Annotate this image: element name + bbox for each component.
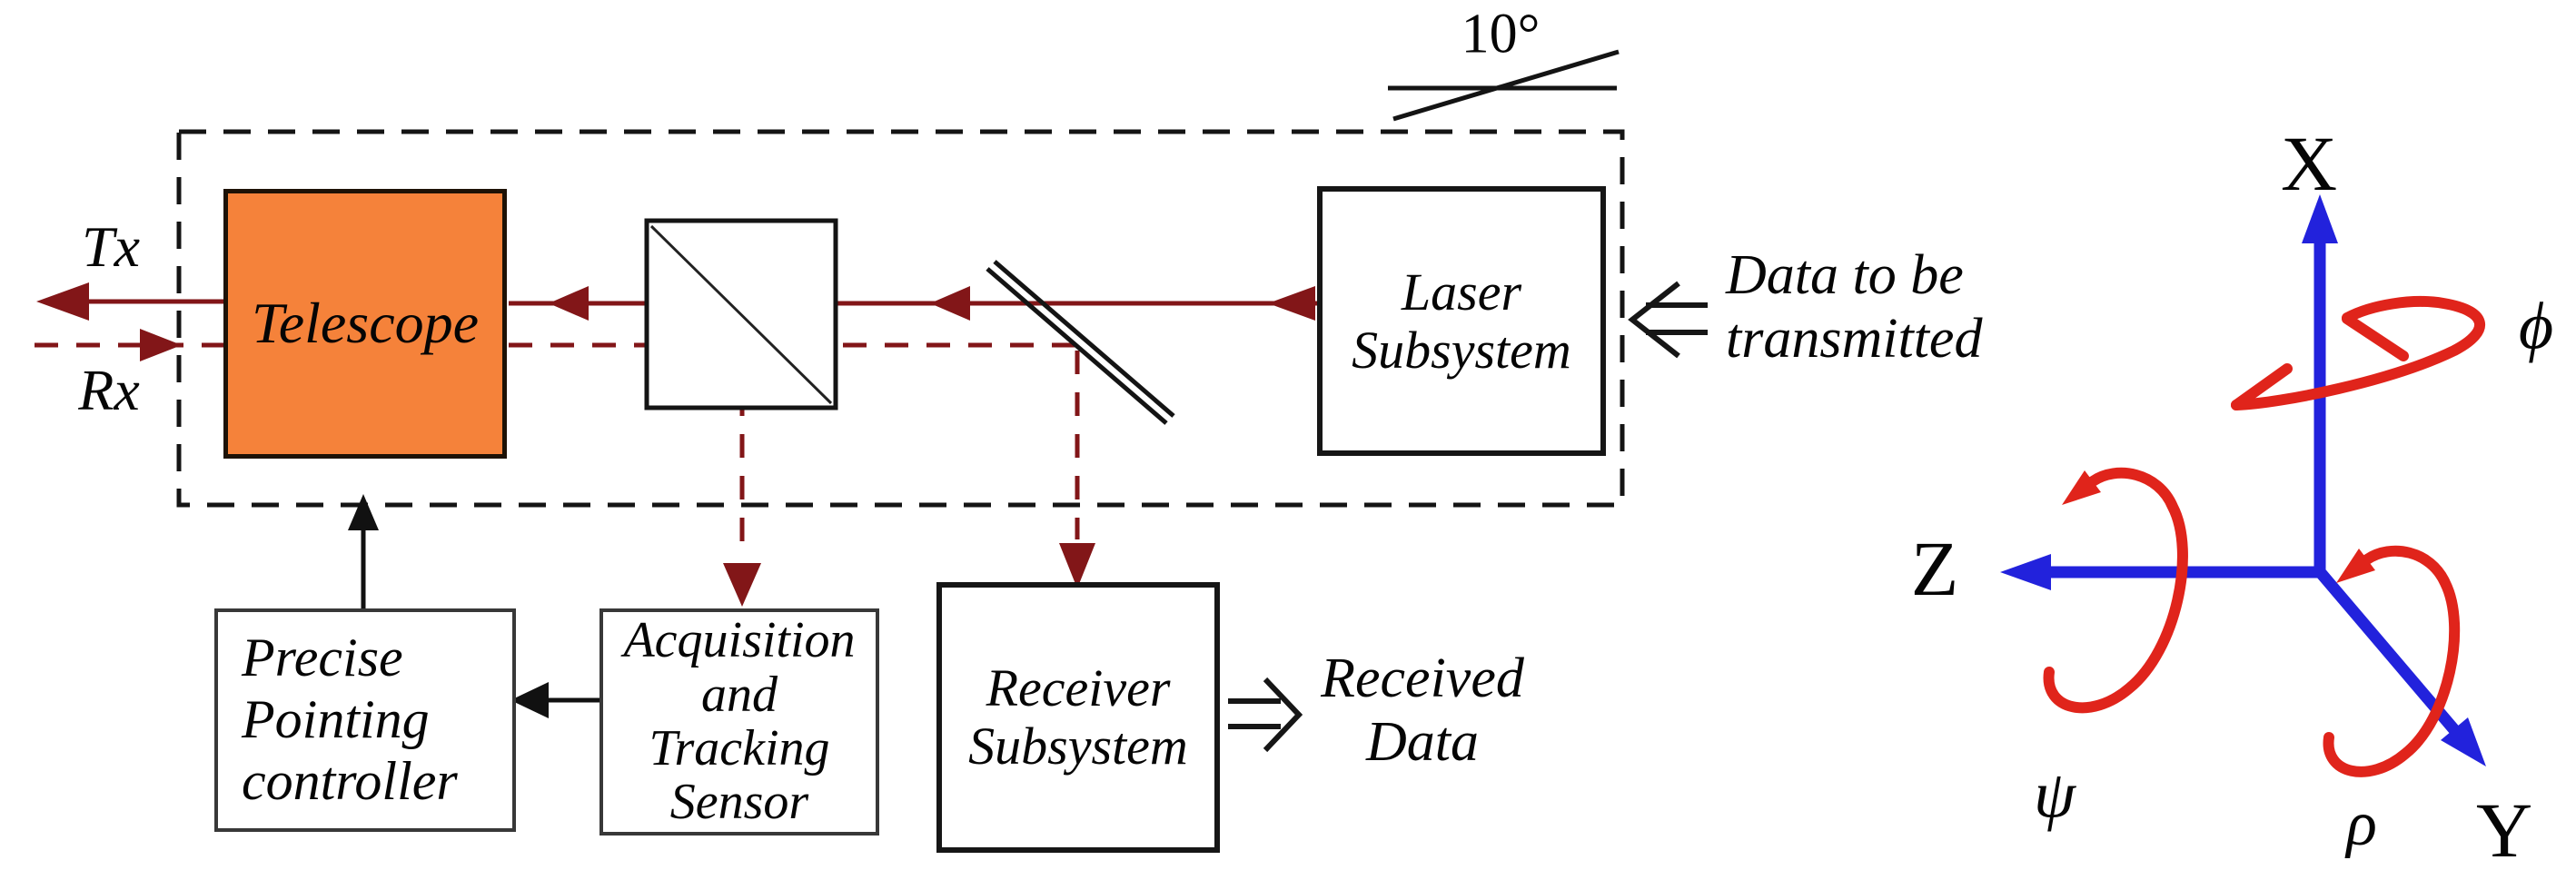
x-axis-arrowhead-icon <box>2302 194 2338 243</box>
rx-label: Rx <box>78 358 140 422</box>
acquisition-tracking-sensor-box: Acquisition and Tracking Sensor <box>599 608 879 836</box>
data-to-be-transmitted-label: Data to be transmitted <box>1726 244 1983 371</box>
z-axis-arrowhead-icon <box>2000 554 2051 590</box>
rx-in-arrowhead-icon <box>140 329 182 361</box>
open-left-arrowhead-icon <box>1628 281 1680 359</box>
rx-beam-path <box>35 329 1077 361</box>
tx-out-arrowhead-icon <box>36 282 89 321</box>
up-arrowhead-icon <box>348 494 379 530</box>
sensor-to-controller-arrow <box>510 682 599 718</box>
tx-beam-path <box>36 282 1317 321</box>
y-axis-arrowhead-icon <box>2441 717 2486 766</box>
z-axis-label: Z <box>1910 525 1959 612</box>
psi-rotation-arrow <box>2043 467 2188 714</box>
open-right-arrowhead-icon <box>1263 677 1303 753</box>
optical-head-dashed-enclosure <box>176 129 1625 508</box>
rho-arrowhead-icon <box>2336 549 2375 583</box>
data-out-open-arrow <box>1228 677 1303 753</box>
phi-rotation-arrow <box>2231 296 2485 410</box>
acquisition-tracking-sensor-label: Acquisition and Tracking Sensor <box>623 612 856 831</box>
rho-rotation-label: ρ <box>2346 789 2377 859</box>
tilt-angle-marker <box>1388 49 1620 122</box>
phi-rotation-label: ϕ <box>2518 289 2554 364</box>
tx-arrowhead-icon <box>930 286 970 321</box>
receiver-subsystem-label: Receiver Subsystem <box>968 658 1188 776</box>
y-axis-label: Y <box>2475 786 2533 874</box>
attitude-axes <box>2000 194 2486 766</box>
precise-pointing-controller-label: Precise Pointing controller <box>242 628 458 811</box>
receiver-subsystem-box: Receiver Subsystem <box>936 582 1220 853</box>
laser-subsystem-label: Laser Subsystem <box>1352 262 1571 380</box>
precise-pointing-controller-box: Precise Pointing controller <box>214 608 516 832</box>
received-data-label: Received Data <box>1321 648 1524 774</box>
psi-rotation-label: ψ <box>2034 757 2076 833</box>
telescope-box: Telescope <box>223 189 507 459</box>
tx-label: Tx <box>82 214 140 279</box>
phi-arrowhead-icon <box>2342 313 2409 361</box>
laser-subsystem-box: Laser Subsystem <box>1317 186 1606 456</box>
psi-arrowhead-icon <box>2062 470 2101 505</box>
rho-rotation-arrow <box>2323 545 2461 777</box>
telescope-label: Telescope <box>251 291 480 356</box>
splitter-diagonal <box>649 224 833 405</box>
phi-arrowhead-icon <box>2231 363 2293 410</box>
mirror-to-receiver-beam <box>1059 351 1095 588</box>
tilt-angle-label: 10° <box>1461 3 1541 65</box>
x-axis-label: X <box>2280 120 2338 207</box>
tx-arrowhead-icon <box>549 286 589 321</box>
down-arrowhead-icon <box>723 563 761 607</box>
down-arrowhead-icon <box>1059 543 1095 588</box>
tx-arrowhead-icon <box>1268 286 1315 321</box>
controller-to-telescope-arrow <box>348 494 379 608</box>
left-arrowhead-icon <box>510 682 549 718</box>
beam-splitter <box>644 218 838 410</box>
steering-mirror <box>986 260 1175 425</box>
splitter-to-sensor-beam <box>723 351 761 607</box>
data-in-open-arrow <box>1628 281 1708 359</box>
